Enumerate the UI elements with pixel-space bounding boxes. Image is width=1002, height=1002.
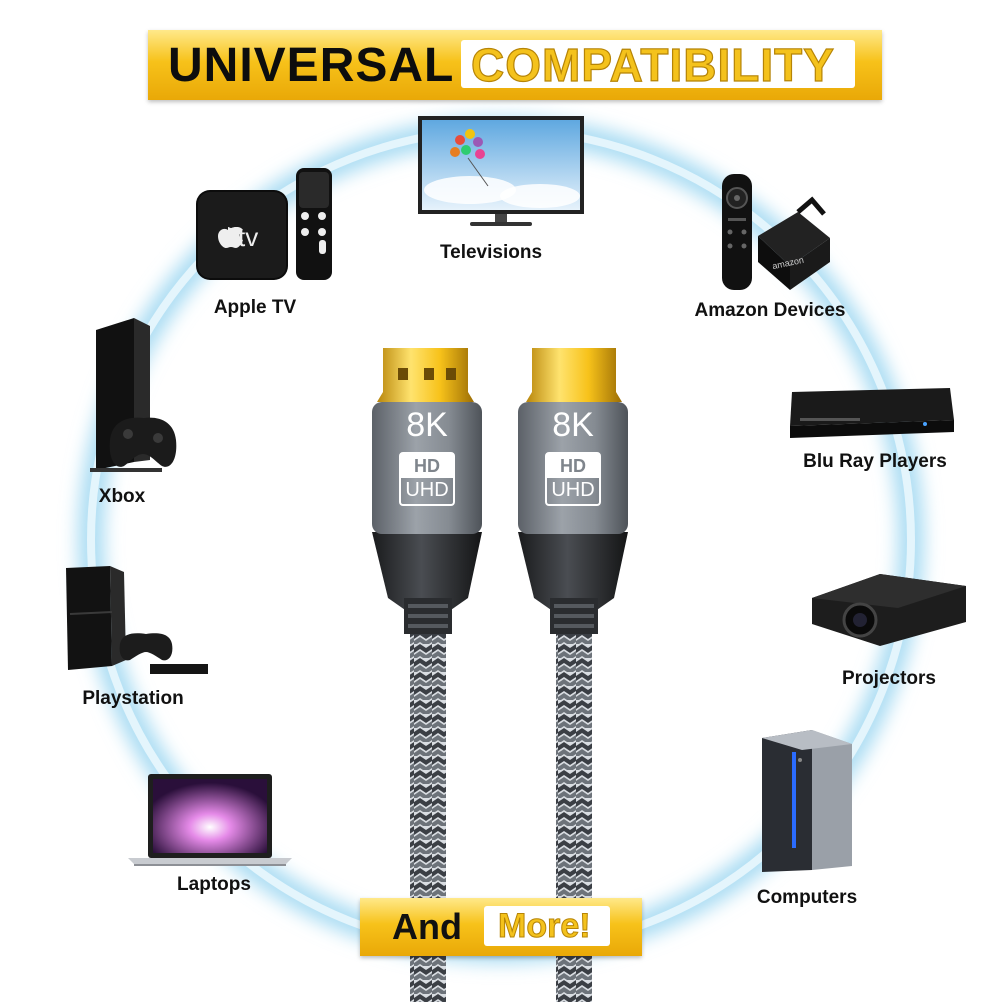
and-more-box: More! [484,906,610,946]
projector-icon [812,574,966,646]
label-televisions: Televisions [439,242,543,263]
playstation-icon [66,566,208,674]
cable-left-uhd-text: UHD [405,479,449,501]
cable-left-hd-badge: HD UHD [399,452,455,506]
label-xbox: Xbox [98,486,146,507]
cable-right-hd-badge: HD UHD [545,452,601,506]
apple-tv-icon [196,168,332,280]
label-computers: Computers [756,887,858,908]
laptop-icon [128,774,292,866]
cable-left-hd-text: HD [401,454,453,478]
title-universal: UNIVERSAL [168,39,455,92]
cable-left-8k-label: 8K [406,406,448,444]
and-more-banner: And More! [360,898,642,956]
amazon-devices-icon [722,174,830,290]
label-playstation: Playstation [82,688,184,709]
cable-right-8k-label: 8K [552,406,594,444]
and-more-left: And [392,906,462,947]
title-compatibility-box: COMPATIBILITY [461,38,855,92]
television-icon [418,116,584,226]
computer-tower-icon [762,730,852,872]
label-apple-tv: Apple TV [213,297,297,318]
blu-ray-player-icon [790,388,954,438]
label-laptops: Laptops [177,874,251,895]
label-projectors: Projectors [842,668,936,689]
xbox-icon [90,318,177,472]
apple-tv-logo: tv [238,222,259,252]
title-banner: UNIVERSAL COMPATIBILITY [148,30,882,100]
and-more-right: More! [498,907,592,946]
label-amazon-devices: Amazon Devices [694,300,846,321]
label-blu-ray-players: Blu Ray Players [803,451,947,472]
cable-right-hd-text: HD [547,454,599,478]
title-compatibility: COMPATIBILITY [470,38,835,91]
cable-right-uhd-text: UHD [551,479,595,501]
